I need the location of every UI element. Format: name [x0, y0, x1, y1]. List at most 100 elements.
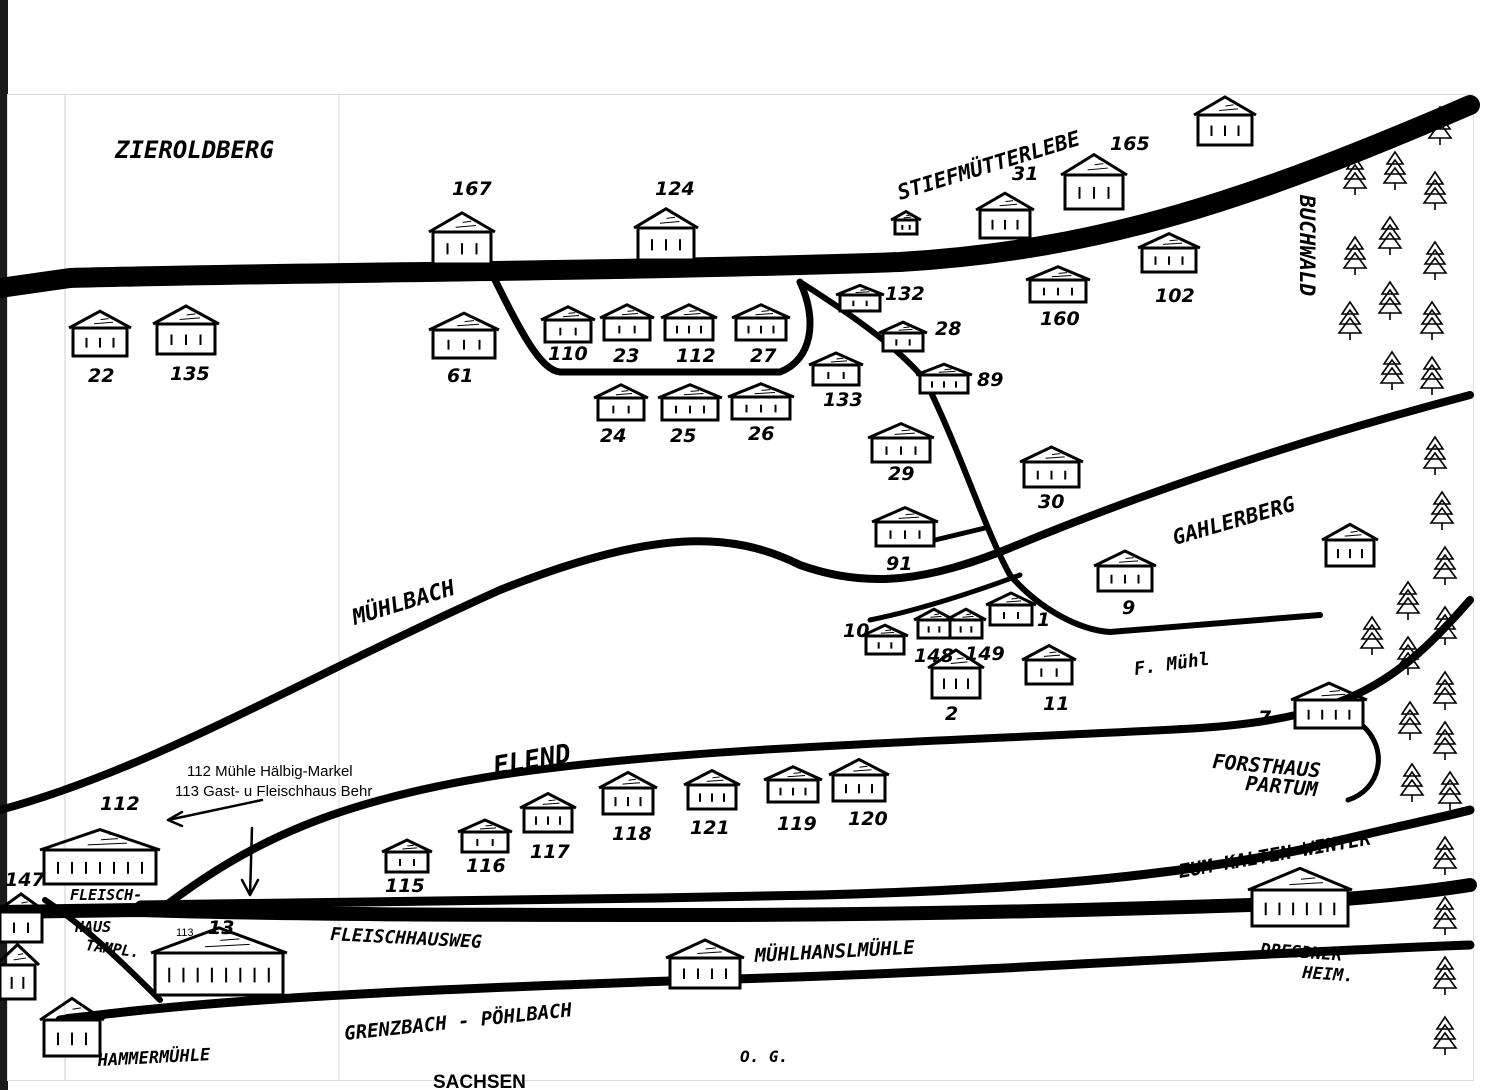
- tree-icon: [1395, 635, 1421, 675]
- house-number-label: 7: [1258, 707, 1272, 729]
- house-icon: [1193, 95, 1257, 147]
- label-dresdner: DRESDNER: [1259, 940, 1343, 966]
- tree-icon: [1359, 615, 1385, 655]
- house-icon: [599, 303, 655, 342]
- road-branch-10: [867, 572, 1023, 623]
- house-number-label: 25: [670, 425, 696, 447]
- house-icon: [68, 309, 132, 358]
- house-number-label: 11: [1043, 693, 1069, 715]
- house-icon: [1019, 445, 1084, 489]
- label-gahlerberg: GAHLERBERG: [1170, 492, 1298, 550]
- house-number-label: 149: [965, 643, 1005, 665]
- label-haus: HAUS: [74, 918, 111, 936]
- house-icon: [1247, 866, 1353, 928]
- house-icon: [457, 818, 513, 854]
- tree-icon: [1399, 762, 1425, 802]
- house-icon: [152, 304, 220, 356]
- house-number-label: 29: [888, 463, 914, 485]
- house-number-label: 24: [600, 425, 626, 447]
- road-loop: [491, 276, 814, 376]
- tree-icon: [1397, 700, 1423, 740]
- tree-icon: [1432, 605, 1458, 645]
- house-number-label: 167: [452, 178, 492, 200]
- house-icon: [428, 311, 500, 360]
- road-top: [0, 95, 1480, 298]
- house-number-label: 132: [885, 283, 925, 305]
- house-icon: [731, 303, 791, 342]
- forest: [1337, 105, 1463, 1055]
- tree-icon: [1432, 895, 1458, 935]
- fold-line: [64, 95, 66, 1080]
- house-number-label: 112: [100, 793, 140, 815]
- house-number-label: 115: [385, 875, 425, 897]
- house-number-label: 116: [466, 855, 506, 877]
- house-icon: [633, 207, 699, 262]
- tree-icon: [1429, 490, 1455, 530]
- house-number-label: 121: [690, 817, 730, 839]
- house-number-label: 61: [447, 365, 473, 387]
- house-number-label: 31: [1012, 163, 1038, 185]
- house-icon: [1021, 643, 1077, 686]
- house-number-label: 27: [750, 345, 777, 367]
- tree-icon: [1427, 105, 1453, 145]
- house-number-label: 22: [88, 365, 114, 387]
- label-elend: ELEND: [491, 739, 573, 782]
- tampl-road: [42, 897, 163, 1003]
- road-diagonal: [797, 279, 1323, 635]
- house-number-label: 124: [655, 178, 695, 200]
- house-icon: [1137, 231, 1201, 274]
- house-icon: [665, 938, 745, 990]
- label-f-muehl: F. Mühl: [1133, 649, 1211, 680]
- arrow-113: [240, 826, 260, 897]
- annotation-113: 113 Gast- u Fleischhaus Behr: [175, 783, 372, 800]
- tree-icon: [1379, 350, 1405, 390]
- scan-edge: [0, 0, 8, 1090]
- house-icon: [540, 305, 596, 344]
- annotation-112: 112 Mühle Hälbig-Markel: [187, 763, 353, 780]
- tree-icon: [1432, 955, 1458, 995]
- tree-icon: [1395, 580, 1421, 620]
- house-icon: [428, 211, 496, 266]
- house-icon: [0, 892, 47, 944]
- house-number-label: 110: [548, 343, 588, 365]
- house-icon: [1025, 265, 1091, 304]
- house-icon: [975, 191, 1035, 240]
- houses: [0, 95, 1379, 1058]
- label-partum: PARTUM: [1245, 771, 1320, 801]
- house-number-label: 120: [848, 808, 888, 830]
- house-icon: [945, 607, 987, 640]
- house-icon: [890, 209, 922, 236]
- muehlbach-stream: [0, 391, 1474, 814]
- tree-icon: [1422, 435, 1448, 475]
- house-number-label: 26: [748, 423, 774, 445]
- house-number-label: 23: [613, 345, 639, 367]
- house-number-label: 30: [1038, 491, 1064, 513]
- house-number-label: 28: [935, 318, 961, 340]
- label-fleischhausweg: FLEISCHHAUSWEG: [330, 924, 483, 953]
- house-icon: [927, 648, 985, 700]
- tree-icon: [1342, 155, 1368, 195]
- label-fleisch: FLEISCH-: [70, 886, 142, 904]
- house-number-label: 13: [208, 917, 234, 939]
- label-zum-kalten-winter: ZUM KALTEN WINTER: [1176, 827, 1372, 883]
- house-number-label: 91: [886, 553, 912, 575]
- roads: [0, 95, 1480, 1025]
- label-og: O. G.: [740, 1047, 788, 1066]
- house-icon: [593, 383, 649, 422]
- house-number-label: 160: [1040, 308, 1080, 330]
- tree-icon: [1422, 240, 1448, 280]
- house-icon: [727, 382, 795, 421]
- tree-icon: [1437, 770, 1463, 810]
- house-icon: [808, 351, 864, 387]
- house-number-label: 9: [1122, 597, 1135, 619]
- label-grenzbach: GRENZBACH - PÖHLBACH: [343, 997, 574, 1045]
- house-number-label: 1: [1037, 609, 1050, 631]
- annotation-113-small: 113: [176, 927, 194, 939]
- house-number-label: 89: [977, 369, 1003, 391]
- house-number-label: 118: [612, 823, 652, 845]
- annotations: 112 Mühle Hälbig-Markel 113 Gast- u Flei…: [175, 763, 372, 939]
- house-icon: [39, 996, 105, 1058]
- forsthaus-path: [1345, 722, 1381, 803]
